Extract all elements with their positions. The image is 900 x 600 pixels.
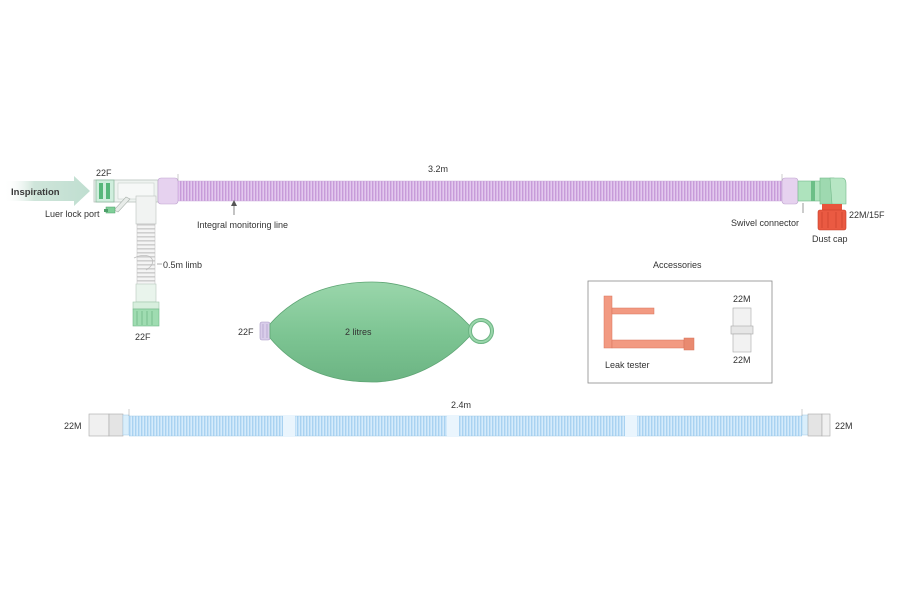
main-length-label: 3.2m xyxy=(428,164,448,174)
main-purple-tube xyxy=(157,177,799,205)
bag-port-label: 22F xyxy=(238,327,254,337)
leak-tester-label: Leak tester xyxy=(605,360,650,370)
blue-tube xyxy=(88,413,831,437)
dust-cap xyxy=(817,204,847,231)
reservoir-bag xyxy=(259,281,494,383)
double-male-adapter xyxy=(730,307,754,353)
monitoring-line-pointer xyxy=(231,200,237,215)
swivel-connector-label: Swivel connector xyxy=(731,218,799,228)
bag-volume-label: 2 litres xyxy=(345,327,372,337)
luer-lock-port-label: Luer lock port xyxy=(45,209,100,219)
port-22f-top-label: 22F xyxy=(96,168,112,178)
limb-length-label: 0.5m limb xyxy=(163,260,202,270)
leak-tester xyxy=(603,295,695,351)
port-22f-bottom-label: 22F xyxy=(135,332,151,342)
blue-left-end-label: 22M xyxy=(64,421,82,431)
short-limb-tube xyxy=(132,195,160,327)
dust-cap-label: Dust cap xyxy=(812,234,848,244)
accessory-22m-top-label: 22M xyxy=(733,294,751,304)
size-22m-15f-label: 22M/15F xyxy=(849,210,885,220)
swivel-connector xyxy=(797,177,847,205)
accessories-heading: Accessories xyxy=(653,260,702,270)
inspiration-arrow xyxy=(4,176,90,206)
accessory-22m-bottom-label: 22M xyxy=(733,355,751,365)
blue-right-end-label: 22M xyxy=(835,421,853,431)
inspiration-label: Inspiration xyxy=(11,187,60,198)
integral-monitoring-line-label: Integral monitoring line xyxy=(197,220,288,230)
blue-length-label: 2.4m xyxy=(451,400,471,410)
